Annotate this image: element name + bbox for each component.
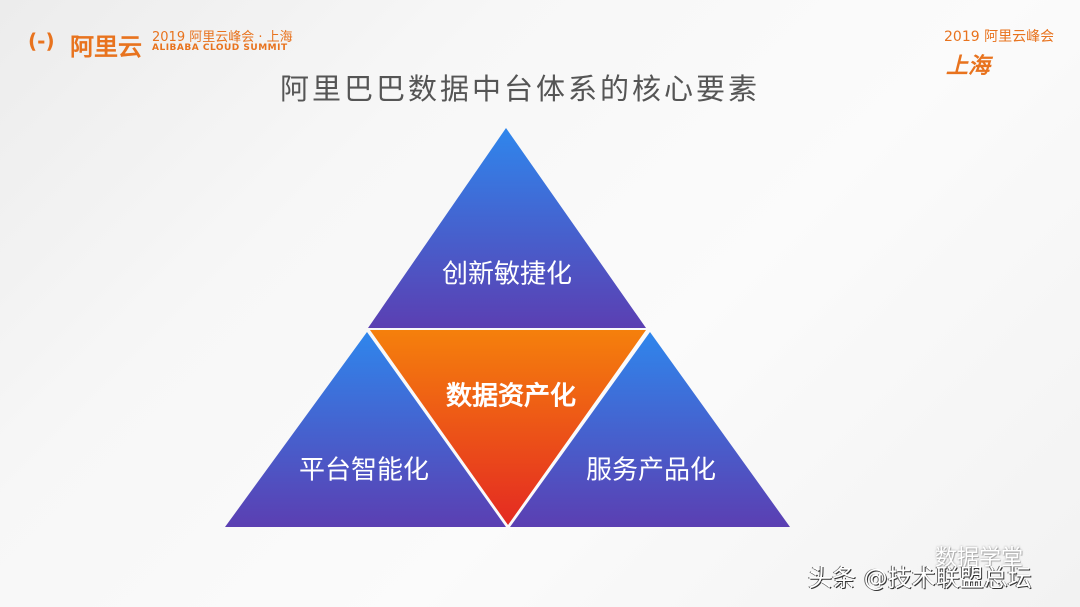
triangle-center [370,330,646,525]
label-left: 平台智能化 [298,455,430,486]
summit-corner-title: 2019 阿里云峰会 [944,29,1055,45]
slide-title: 阿里巴巴数据中台体系的核心要素 [280,72,761,106]
triangle-right [510,332,790,527]
label-center: 数据资产化 [445,381,577,412]
triangle-top [368,128,646,328]
summit-title: 2019 阿里云峰会 · 上海 [152,30,293,45]
logo-text: 阿里云 [70,33,142,61]
triangle-left [225,332,506,527]
watermark-account: 数据学堂 [935,546,1024,571]
label-right: 服务产品化 [585,455,717,486]
label-top: 创新敏捷化 [441,259,573,290]
summit-corner-city: 上海 [946,53,991,79]
watermark-source: 头条 @技术联盟总坛 [808,564,1032,592]
alibaba-cloud-logo-icon: (-) [28,29,55,53]
summit-subtitle: ALIBABA CLOUD SUMMIT [152,43,288,53]
